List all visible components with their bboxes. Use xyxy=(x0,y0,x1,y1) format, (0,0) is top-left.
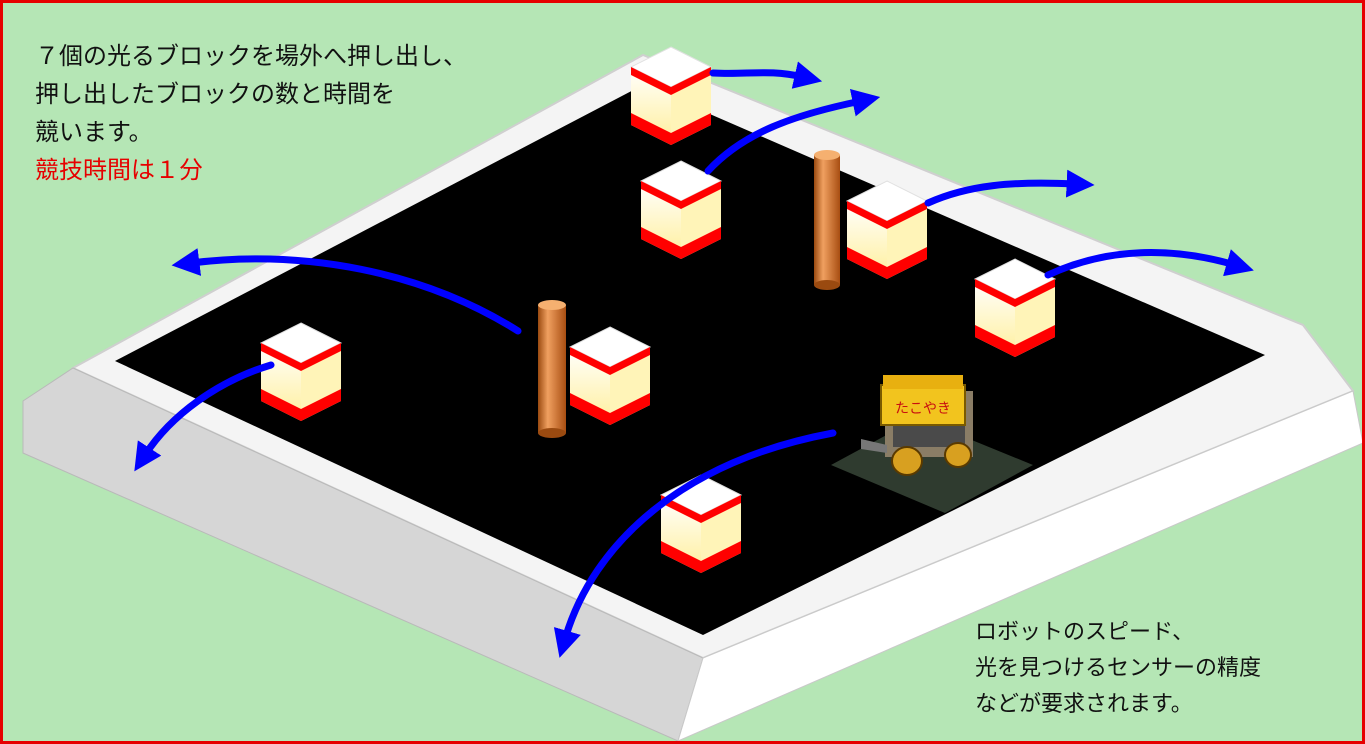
note-line: ロボットのスピード、 xyxy=(975,620,1195,645)
light-block xyxy=(259,322,343,421)
rules-line: 競います。 xyxy=(35,118,153,146)
light-block xyxy=(973,258,1057,357)
push-arrow xyxy=(924,169,1095,207)
push-arrow xyxy=(704,88,881,175)
rules-line: 押し出したブロックの数と時間を xyxy=(35,80,395,108)
arena-illustration: たこやき xyxy=(22,46,1362,741)
push-arrow xyxy=(1044,249,1254,279)
note-line: などが要求されます。 xyxy=(975,692,1193,717)
note-line: 光を見つけるセンサーの精度 xyxy=(975,656,1262,681)
push-arrow xyxy=(134,361,275,472)
push-arrow xyxy=(553,429,837,658)
push-arrow xyxy=(171,248,522,335)
light-block xyxy=(639,160,723,259)
pole-left xyxy=(538,300,566,438)
light-block xyxy=(845,180,929,279)
requirements-note: ロボットのスピード、 光を見つけるセンサーの精度 などが要求されます。 xyxy=(975,615,1261,723)
start-zone xyxy=(831,418,1033,513)
rules-description: ７個の光るブロックを場外へ押し出し、 押し出したブロックの数と時間を 競います。… xyxy=(35,37,467,189)
rules-line: ７個の光るブロックを場外へ押し出し、 xyxy=(35,42,467,70)
light-block xyxy=(629,46,713,145)
light-block xyxy=(568,326,652,425)
robot-sign: たこやき xyxy=(895,401,951,417)
pole-right xyxy=(814,150,840,290)
robot: たこやき xyxy=(861,375,973,476)
arena-floor xyxy=(115,85,1265,635)
push-arrow xyxy=(709,61,823,89)
light-block xyxy=(659,474,743,573)
time-limit: 競技時間は１分 xyxy=(35,156,203,184)
